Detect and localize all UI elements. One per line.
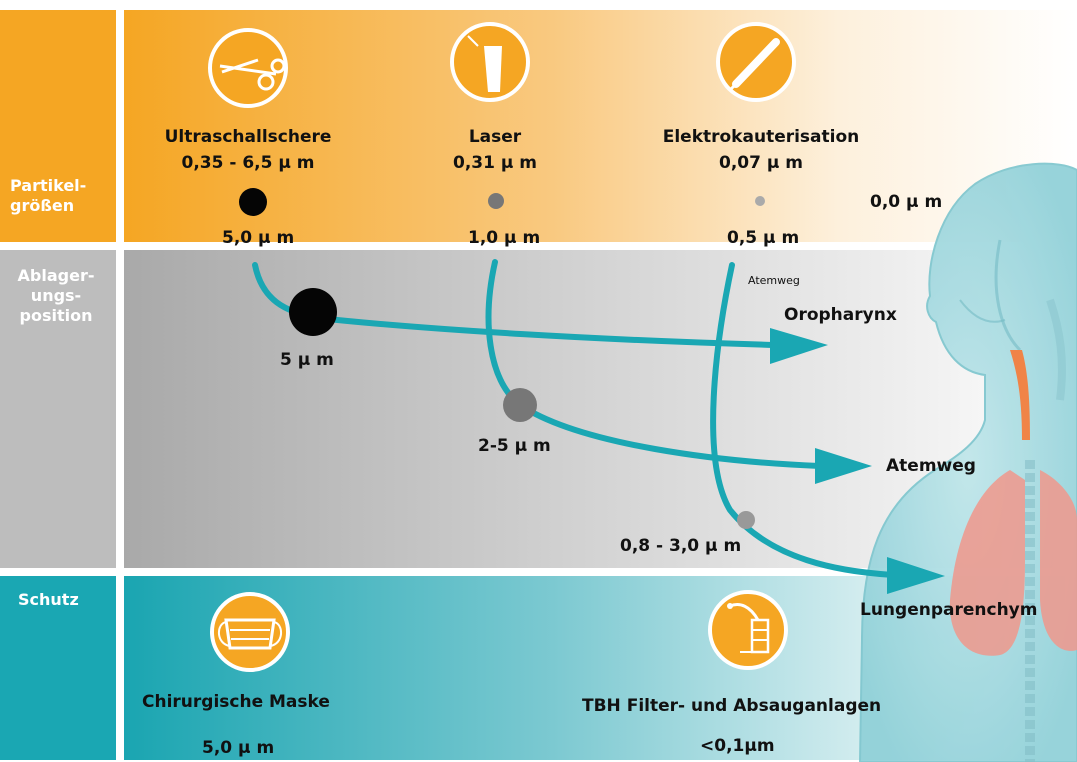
arrow-lungenparenchym (887, 557, 945, 594)
deposition-marker-5um (289, 288, 337, 336)
filter-extraction-icon (708, 590, 788, 670)
deposition-size-2-5um: 2-5 μ m (478, 436, 551, 456)
path-atemweg (485, 259, 823, 469)
arrow-atemweg (815, 448, 872, 484)
source-ultraschallschere: Ultraschallschere 0,35 - 6,5 μ m (138, 124, 358, 176)
human-body-illustration (858, 162, 1077, 762)
target-oropharynx: Oropharynx (784, 305, 897, 325)
tick-label-0um: 0,0 μ m (870, 192, 943, 212)
source-range: 0,07 μ m (718, 153, 803, 173)
tick-label-1um: 1,0 μ m (468, 228, 541, 248)
surgical-mask-icon (210, 592, 290, 672)
marker-05um (755, 196, 765, 206)
path-oropharynx (252, 262, 778, 348)
source-name: Elektrokauterisation (662, 127, 860, 147)
deposition-label: Ablager- ungs- position (17, 266, 95, 325)
particle-sizes-label: Partikel- größen (10, 176, 87, 215)
electrocautery-pen-icon (716, 22, 796, 102)
protection-label: Schutz (18, 590, 79, 609)
source-range: 0,35 - 6,5 μ m (181, 153, 315, 173)
tick-label-05um: 0,5 μ m (727, 228, 800, 248)
tick-label-5um: 5,0 μ m (222, 228, 295, 248)
marker-5um (239, 188, 267, 216)
deposition-tab (0, 250, 116, 568)
target-lungenparenchym: Lungenparenchym (860, 600, 1038, 620)
source-elektrokauterisation: Elektrokauterisation 0,07 μ m (636, 124, 886, 176)
deposition-marker-2-5um (503, 388, 537, 422)
laser-handpiece-icon (450, 22, 530, 102)
protection-tab (0, 576, 116, 760)
source-range: 0,31 μ m (452, 153, 537, 173)
deposition-size-5um: 5 μ m (280, 350, 334, 370)
protection-value-mask: 5,0 μ m (202, 738, 275, 758)
protection-name-mask: Chirurgische Maske (142, 692, 330, 712)
small-atemweg-label: Atemweg (748, 274, 800, 287)
target-atemweg: Atemweg (886, 456, 976, 476)
particle-sizes-tab (0, 10, 116, 242)
ultrasonic-scissors-icon (208, 28, 288, 108)
source-name: Laser (468, 127, 522, 147)
deposition-paths (252, 259, 898, 578)
protection-value-filter: <0,1μm (700, 736, 775, 756)
deposition-size-08-3um: 0,8 - 3,0 μ m (620, 536, 742, 556)
source-name: Ultraschallschere (164, 127, 332, 147)
protection-name-filter: TBH Filter- und Absauganlagen (582, 696, 882, 716)
deposition-marker-08-3um (737, 511, 755, 529)
path-lungenparenchym (710, 262, 898, 578)
source-laser: Laser 0,31 μ m (420, 124, 570, 176)
arrow-oropharynx (770, 328, 828, 364)
marker-1um (488, 193, 504, 209)
